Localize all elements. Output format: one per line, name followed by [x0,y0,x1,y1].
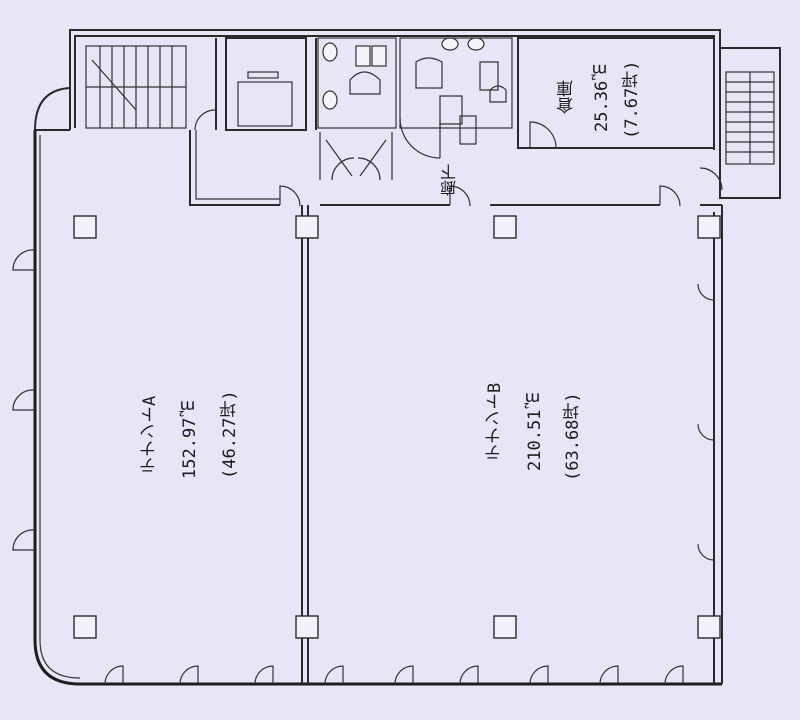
right-wall-openings [697,283,715,561]
stair-right [719,47,781,199]
columns [73,215,721,639]
outer-walls [33,129,723,686]
elevator [225,37,307,131]
column [295,215,319,239]
toilet-area [317,37,513,145]
stair-left [86,46,186,128]
storage-area-tsubo: (7.67坪) [622,60,642,140]
tenant-b-label: テナントB [485,362,505,482]
entry-door-left [34,87,71,131]
column [697,215,721,239]
corridor-name: 廊下 [440,164,459,196]
tenant-a-label: テナントA [140,375,160,495]
column [295,615,319,639]
tenant-partition [301,205,309,684]
tenant-a-area: 152.97㎡ [180,380,200,500]
corridor-label: 廊下 [440,160,459,200]
column [73,615,97,639]
column [697,615,721,639]
tenant-a-area-tsubo: (46.27坪) [220,390,240,480]
tenant-b-area: 210.51㎡ [525,372,545,492]
tenant-b-area-m2: 210.51㎡ [525,392,545,472]
storage-room [517,37,715,149]
column [493,615,517,639]
column [73,215,97,239]
tenant-b-tsubo: (63.68坪) [563,372,583,502]
tenant-a-name: テナントA [140,395,160,475]
tenant-b-area-tsubo: (63.68坪) [563,392,583,482]
tenant-a-area-m2: 152.97㎡ [180,400,200,480]
storage-label: 倉庫 [557,72,577,122]
storage-tsubo: (7.67坪) [622,56,642,144]
storage-area-m2: 25.36㎡ [592,63,612,133]
bottom-wall-openings [104,665,684,685]
tenant-a-tsubo: (46.27坪) [220,370,240,500]
storage-name: 倉庫 [557,80,577,114]
tenant-b-name: テナントB [485,382,505,462]
left-wall-openings [12,249,36,551]
storage-area: 25.36㎡ [592,58,612,138]
core-block [69,29,723,207]
column [493,215,517,239]
